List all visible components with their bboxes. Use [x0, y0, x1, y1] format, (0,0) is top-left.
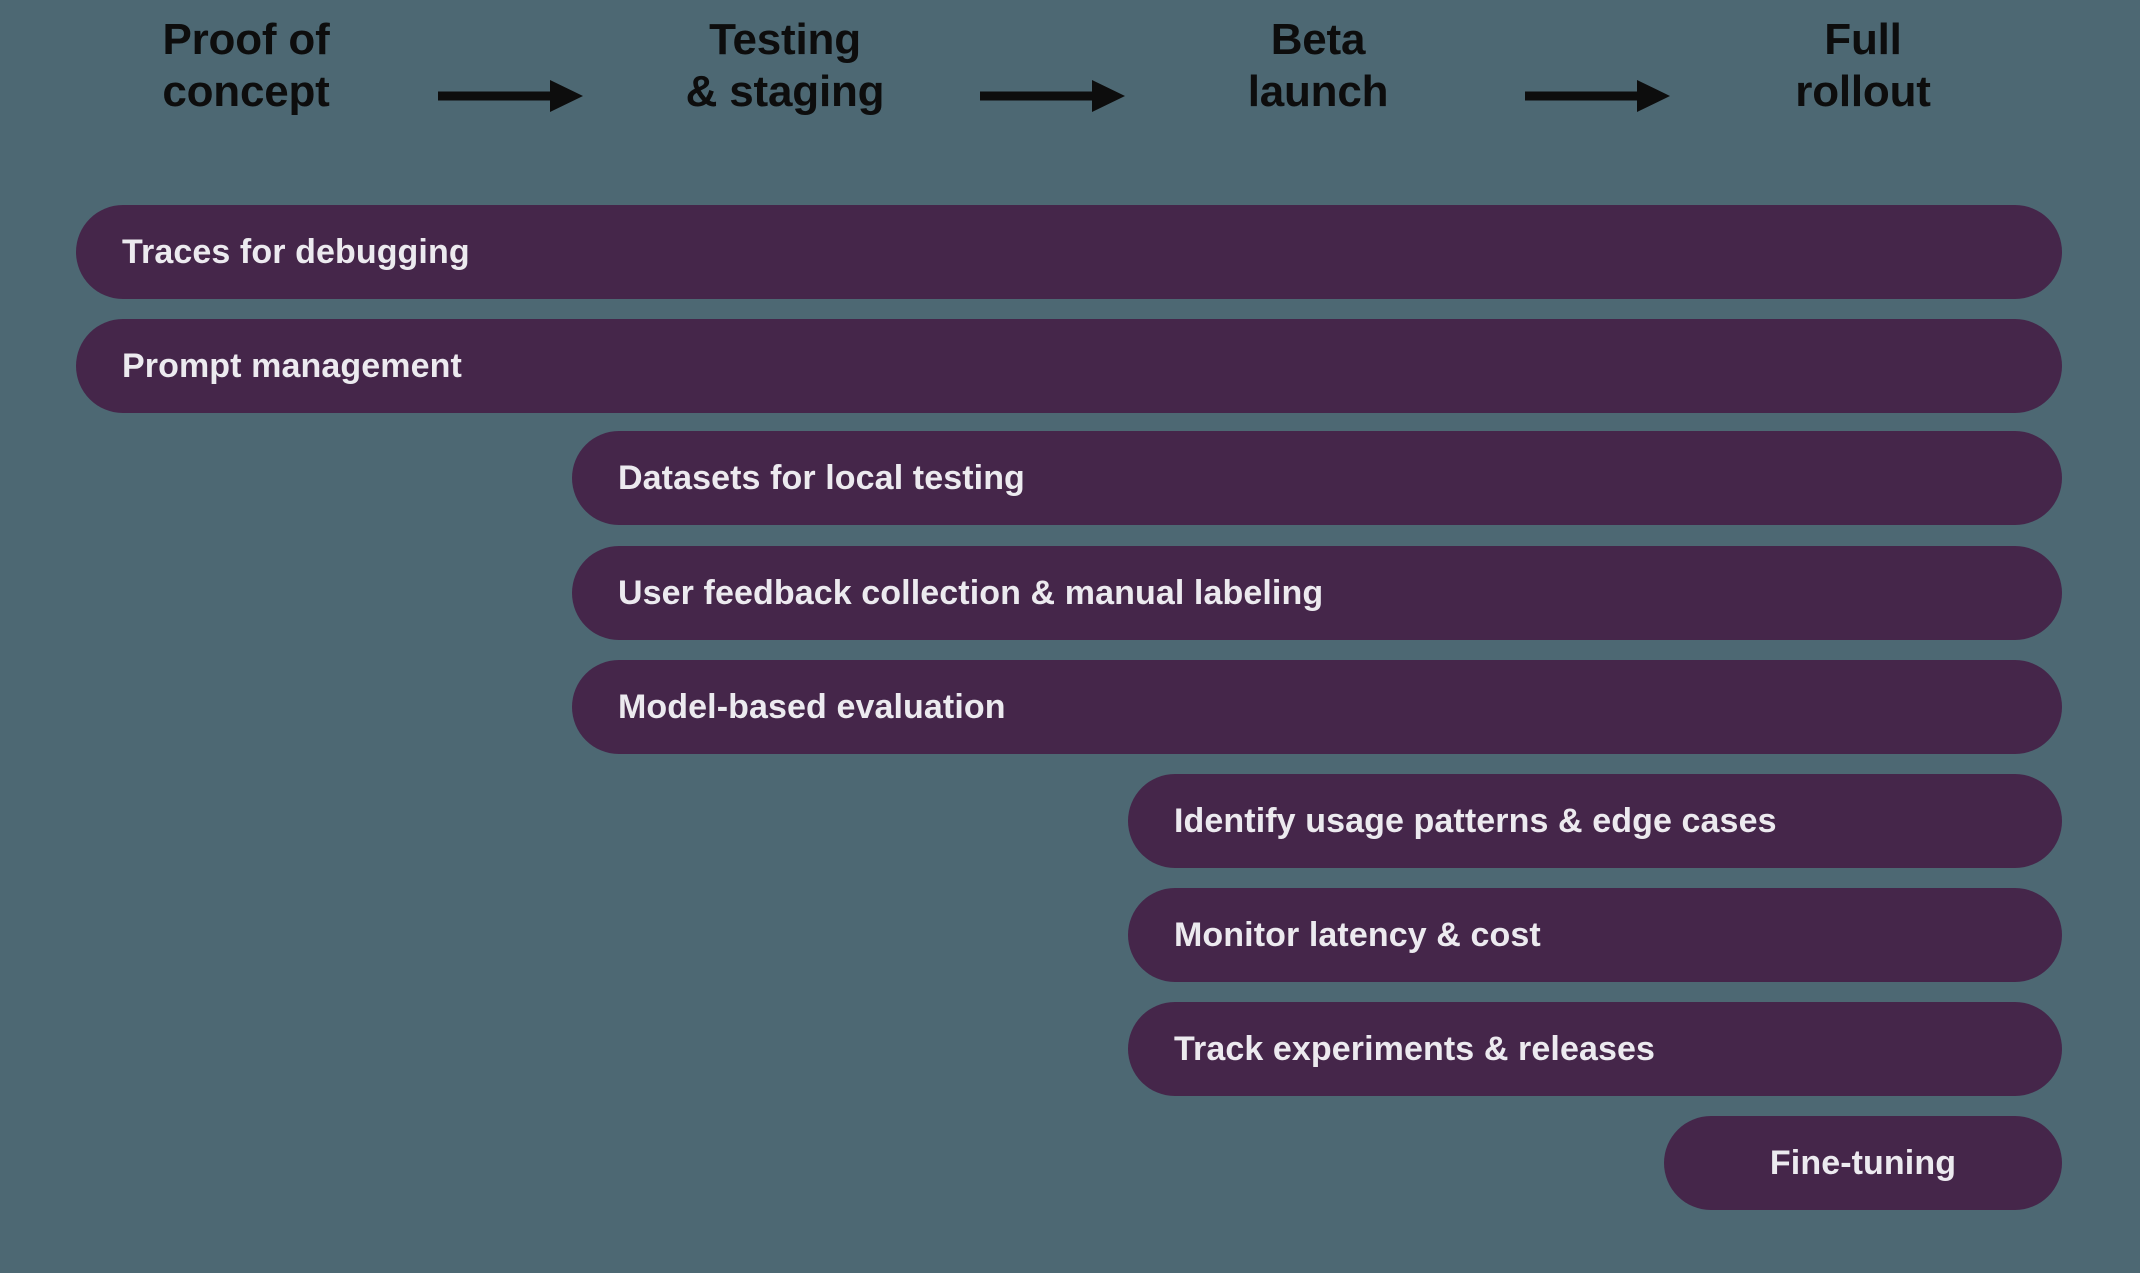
phase-label-beta-launch: Beta launch — [1168, 14, 1468, 118]
capability-bar-fine-tuning[interactable]: Fine-tuning — [1664, 1116, 2062, 1210]
capability-label: Traces for debugging — [122, 232, 470, 271]
capability-label: Identify usage patterns & edge cases — [1174, 801, 1777, 840]
capability-bar-identify-usage-patterns[interactable]: Identify usage patterns & edge cases — [1128, 774, 2062, 868]
phase-header-row: Proof of concept Testing & staging Beta … — [0, 0, 2140, 160]
capability-label: Track experiments & releases — [1174, 1029, 1655, 1068]
arrow-beta-to-rollout-icon — [1525, 76, 1670, 112]
phase-label-line2: & staging — [685, 66, 885, 116]
phase-label-proof-of-concept: Proof of concept — [96, 14, 396, 118]
phase-label-line1: Testing — [709, 15, 861, 64]
capability-label: Fine-tuning — [1769, 1143, 1957, 1182]
capability-bar-prompt-management[interactable]: Prompt management — [76, 319, 2062, 413]
capability-bar-user-feedback-collection[interactable]: User feedback collection & manual labeli… — [572, 546, 2062, 640]
phase-label-line1: Full — [1824, 15, 1902, 64]
capability-bar-monitor-latency-and-cost[interactable]: Monitor latency & cost — [1128, 888, 2062, 982]
phase-label-testing-and-staging: Testing & staging — [635, 14, 935, 118]
phase-label-line2: concept — [162, 66, 330, 116]
capability-label: Prompt management — [122, 346, 462, 385]
capability-label: Monitor latency & cost — [1174, 915, 1541, 954]
capability-bar-datasets-for-local-testing[interactable]: Datasets for local testing — [572, 431, 2062, 525]
arrow-poc-to-testing-icon — [438, 76, 583, 112]
arrow-testing-to-beta-icon — [980, 76, 1125, 112]
capability-bar-traces-for-debugging[interactable]: Traces for debugging — [76, 205, 2062, 299]
capability-bar-track-experiments-and-releases[interactable]: Track experiments & releases — [1128, 1002, 2062, 1096]
phase-label-line1: Beta — [1270, 15, 1366, 64]
capability-bar-model-based-evaluation[interactable]: Model-based evaluation — [572, 660, 2062, 754]
phase-label-line2: launch — [1247, 66, 1389, 116]
phase-label-full-rollout: Full rollout — [1713, 14, 2013, 118]
capability-label: Datasets for local testing — [618, 458, 1025, 497]
capability-label: Model-based evaluation — [618, 687, 1006, 726]
capability-label: User feedback collection & manual labeli… — [618, 573, 1324, 612]
phase-label-line2: rollout — [1795, 66, 1931, 116]
phase-label-line1: Proof of — [162, 15, 330, 64]
